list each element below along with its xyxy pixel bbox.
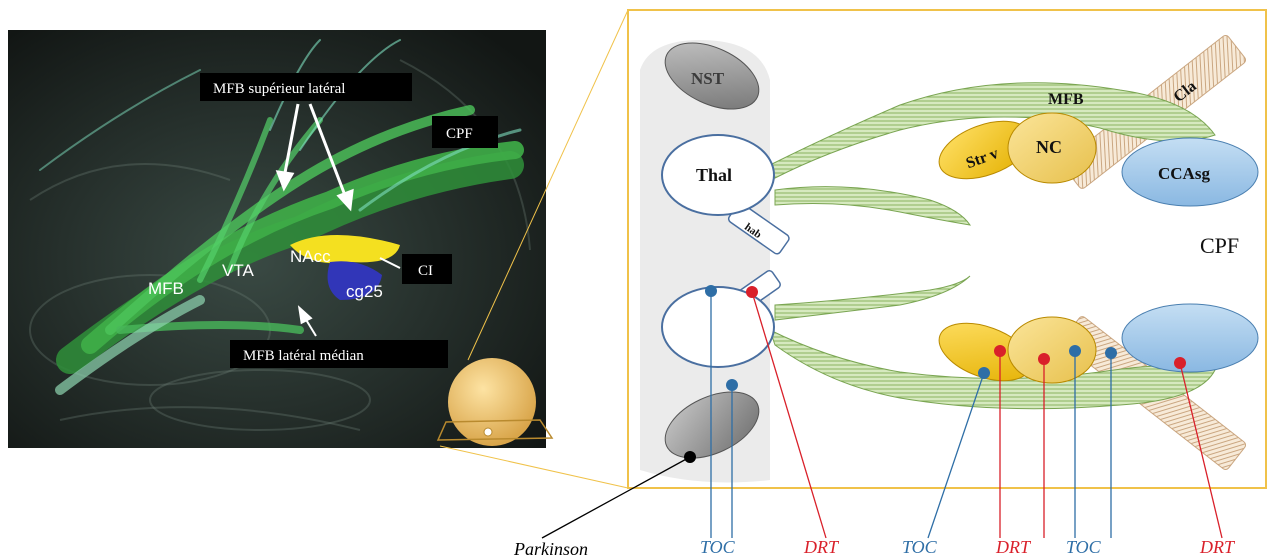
nc-bottom	[1007, 316, 1097, 384]
thal-top	[661, 134, 775, 216]
mfb-upper-bundle	[769, 82, 1216, 179]
brain-contours	[29, 59, 531, 431]
line-drt-1	[751, 291, 827, 539]
label-thal: Thal	[696, 165, 732, 185]
label-vta: VTA	[222, 261, 254, 280]
diagram-panel: NST Thal hab MFB Cla Str v NC CCAsg CPF	[627, 9, 1267, 489]
label-box-cpf	[432, 116, 498, 148]
head-thumbnail	[436, 358, 554, 446]
dot-toc-2	[726, 379, 738, 391]
label-toc-4: TOC	[1066, 537, 1102, 557]
label-cg25: cg25	[346, 282, 383, 301]
thal-bottom	[661, 286, 775, 368]
label-mfb-superieur: MFB supérieur latéral	[213, 81, 345, 97]
label-toc-3: TOC	[902, 537, 938, 557]
dot-toc-4a	[1069, 345, 1081, 357]
mfb-upper-branch	[774, 275, 971, 321]
zoom-line-top	[467, 9, 629, 361]
label-cpf-mri: CPF	[446, 126, 473, 142]
label-drt-1: DRT	[803, 537, 840, 557]
label-parkinson: Parkinson	[513, 539, 588, 559]
label-mfb-diagram: MFB	[1048, 91, 1084, 108]
label-toc-1: TOC	[700, 537, 736, 557]
dot-drt-3	[1174, 357, 1186, 369]
nst-bottom	[664, 391, 760, 459]
dot-toc-1	[705, 285, 717, 297]
ccasg-top	[1121, 137, 1259, 207]
mfb-lower-branch	[774, 186, 972, 226]
label-nacc: NAcc	[290, 247, 331, 266]
nacc-region	[290, 235, 400, 264]
label-mfb-mri: MFB	[148, 279, 184, 298]
ccasg-bottom	[1121, 303, 1259, 373]
dot-drt-1	[746, 286, 758, 298]
dot-toc-3	[978, 367, 990, 379]
stimulation-targets	[541, 285, 1223, 539]
label-nst: NST	[691, 69, 725, 88]
line-toc-3	[927, 372, 985, 539]
label-nc: NC	[1036, 137, 1062, 157]
mfb-fibers	[39, 39, 524, 395]
line-drt-3	[1179, 362, 1223, 539]
label-cpf-diagram: CPF	[1200, 233, 1239, 258]
bottom-labels: Parkinson TOC DRT TOC DRT TOC DRT	[513, 537, 1236, 559]
nst-top	[664, 42, 760, 110]
dot-toc-4b	[1105, 347, 1117, 359]
label-box-mfb-median	[230, 340, 448, 368]
dot-drt-2b	[1038, 353, 1050, 365]
nc-top	[1007, 112, 1097, 184]
mri-arrows	[275, 103, 401, 337]
dot-drt-2a	[994, 345, 1006, 357]
label-drt-2: DRT	[995, 537, 1032, 557]
dot-parkinson	[684, 451, 696, 463]
label-mfb-median: MFB latéral médian	[243, 348, 364, 364]
label-box-ci	[402, 254, 452, 284]
label-ccasg: CCAsg	[1158, 164, 1210, 183]
line-parkinson	[541, 456, 691, 539]
label-box-mfb-superieur	[200, 73, 412, 101]
zoom-line-bottom	[439, 445, 629, 489]
cg25-region	[327, 261, 382, 300]
mri-panel: MFB supérieur latéral CPF CI MFB latéral…	[8, 30, 554, 448]
label-drt-3: DRT	[1199, 537, 1236, 557]
label-ci: CI	[418, 263, 433, 279]
